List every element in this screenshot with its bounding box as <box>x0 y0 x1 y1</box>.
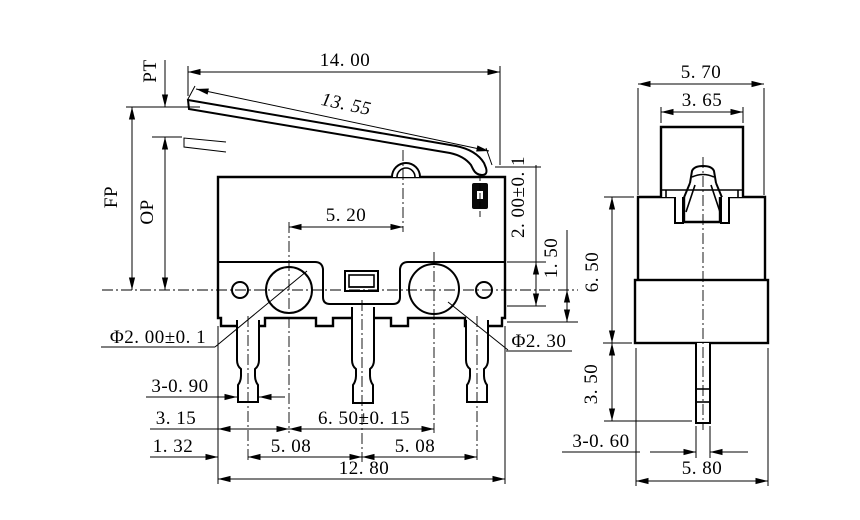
clip-foot-right <box>720 197 730 224</box>
dim-hole-offset-label: 3. 15 <box>156 408 197 429</box>
dia-hole-left-label: Φ2. 00±0. 1 <box>110 327 206 348</box>
side-dim-cap-width-label: 3. 65 <box>682 90 723 111</box>
lever-ghost-position <box>183 137 227 153</box>
center-slot-outer <box>344 270 379 292</box>
ref-pt-label: PT <box>140 59 161 82</box>
dim-pivot-offset-label: 5. 20 <box>326 205 367 226</box>
dia-hole-right-label: Φ2. 30 <box>512 331 567 352</box>
dim-pin-pitch-right-label: 5. 08 <box>395 436 436 457</box>
dim-pin-pitch-left-label: 5. 08 <box>271 436 312 457</box>
centerlines <box>102 150 704 462</box>
side-cap <box>659 125 745 197</box>
dim-hole-pitch-label: 6. 50±0. 15 <box>318 408 410 429</box>
dim-body-width-label: 12. 80 <box>339 458 390 479</box>
leader-hole-left <box>214 270 308 348</box>
pivot-bump-outer <box>391 162 421 178</box>
dim-total-length-label: 14. 00 <box>320 50 371 71</box>
pivot-bump-inner <box>396 167 416 178</box>
dim-step-height-label: 1. 50 <box>541 238 562 279</box>
side-dimensions <box>562 80 769 486</box>
clip-arm-right-inner <box>710 184 721 213</box>
side-view <box>633 125 770 424</box>
dim-mark-height-label: 2. 00±0. 1 <box>508 156 529 238</box>
clip-arm-left-inner <box>685 184 696 213</box>
side-dim-body-width-label: 5. 70 <box>681 62 722 83</box>
side-body-lower <box>633 278 770 345</box>
dim-pin-offset-label: 1. 32 <box>153 436 194 457</box>
dim-lever-length-label: 13. 55 <box>319 89 373 120</box>
ref-fp-label: FP <box>101 186 122 208</box>
leader-hole-right <box>447 301 509 351</box>
side-dim-base-width-label: 5. 80 <box>682 458 723 479</box>
side-dim-body-height-label: 6. 50 <box>582 252 603 293</box>
side-body-upper <box>636 195 767 280</box>
dim-pin-width-label: 3-0. 90 <box>151 376 208 397</box>
clip-foot-left <box>674 197 684 224</box>
front-view <box>183 98 507 404</box>
dim-line-lever-length <box>195 88 490 152</box>
ref-op-label: OP <box>137 199 158 224</box>
front-dimensions <box>101 60 578 484</box>
side-dim-pin-length-label: 3. 50 <box>581 364 602 405</box>
labels: 14. 00 13. 55 PT FP OP 5. 20 2. 00±0. 1 … <box>101 50 722 479</box>
clip-dome-line <box>691 173 715 178</box>
terminal-pin-middle <box>351 307 375 404</box>
side-dim-pin-width-label: 3-0. 60 <box>572 431 629 452</box>
ext-tick <box>187 85 196 100</box>
